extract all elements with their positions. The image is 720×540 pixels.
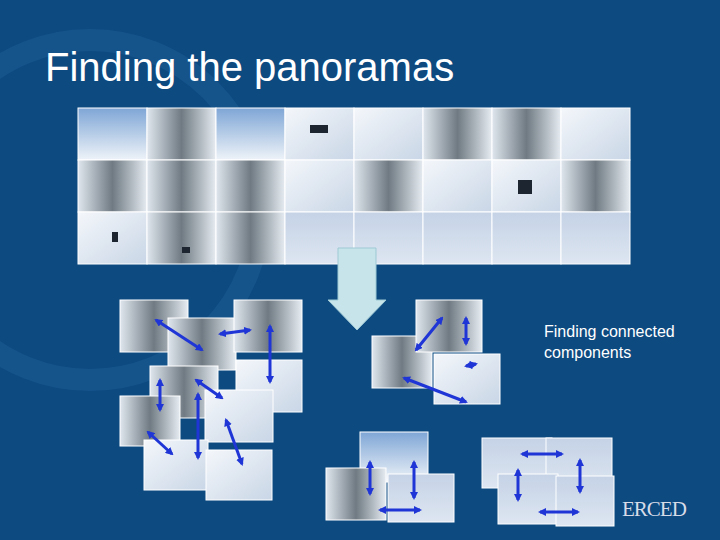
step-note: Finding connected components (544, 322, 714, 364)
logo-watermark: ERCED (622, 497, 686, 522)
slide-title: Finding the panoramas (45, 44, 454, 90)
